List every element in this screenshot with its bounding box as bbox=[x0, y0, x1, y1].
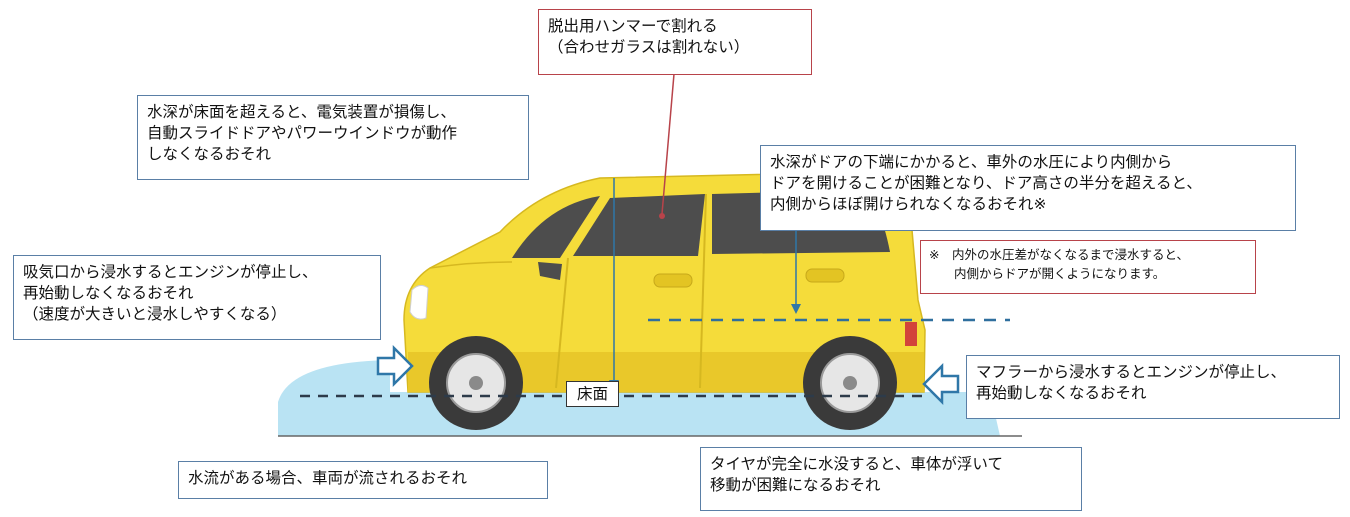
callout-electrical: 水深が床面を超えると、電気装置が損傷し、 自動スライドドアやパワーウインドウが動… bbox=[137, 95, 529, 180]
muffler-inflow-arrow bbox=[922, 362, 960, 406]
callout-tire-line-1: タイヤが完全に水没すると、車体が浮いて bbox=[710, 455, 1003, 473]
callout-muffler-line-2: 再始動しなくなるおそれ bbox=[976, 384, 1147, 402]
windshield bbox=[512, 196, 600, 258]
callout-door-line-2: ドアを開けることが困難となり、ドア高さの半分を超えると、 bbox=[770, 174, 1202, 192]
door-line-front bbox=[555, 257, 569, 389]
callout-tire: タイヤが完全に水没すると、車体が浮いて 移動が困難になるおそれ bbox=[700, 447, 1082, 511]
callout-muffler-line-1: マフラーから浸水するとエンジンが停止し、 bbox=[976, 363, 1287, 381]
car-body-shadow bbox=[408, 352, 924, 392]
callout-hammer-line-1: 脱出用ハンマーで割れる bbox=[548, 17, 718, 35]
pointer-hammer bbox=[661, 73, 675, 215]
callout-hammer: 脱出用ハンマーで割れる （合わせガラスは割れない） bbox=[538, 9, 812, 75]
front-wheel bbox=[429, 336, 523, 430]
footnote-pressure: ※ 内外の水圧差がなくなるまで浸水すると、 内側からドアが開くようになります。 bbox=[920, 240, 1256, 294]
footnote-line-2: 内側からドアが開くようになります。 bbox=[929, 266, 1166, 281]
hood-line bbox=[429, 261, 513, 269]
floor-label: 床面 bbox=[566, 381, 620, 407]
door-line-middle bbox=[699, 193, 707, 389]
callout-tire-line-2: 移動が困難になるおそれ bbox=[710, 476, 881, 494]
callout-electrical-line-2: 自動スライドドアやパワーウインドウが動作 bbox=[147, 124, 458, 142]
door-handle-front bbox=[653, 273, 693, 288]
footnote-line-1: ※ 内外の水圧差がなくなるまで浸水すると、 bbox=[929, 247, 1189, 262]
pointer-hammer-dot bbox=[659, 213, 665, 219]
door-handle-rear bbox=[805, 268, 845, 283]
callout-door-line-1: 水深がドアの下端にかかると、車外の水圧により内側から bbox=[770, 153, 1173, 171]
pointer-door-arrow bbox=[791, 304, 801, 314]
callout-intake-line-1: 吸気口から浸水するとエンジンが停止し、 bbox=[23, 263, 318, 281]
front-window bbox=[573, 194, 705, 256]
callout-muffler: マフラーから浸水するとエンジンが停止し、 再始動しなくなるおそれ bbox=[966, 355, 1340, 419]
intake-inflow-arrow bbox=[376, 344, 414, 388]
callout-intake: 吸気口から浸水するとエンジンが停止し、 再始動しなくなるおそれ （速度が大きいと… bbox=[13, 255, 381, 340]
rear-wheel bbox=[803, 336, 897, 430]
callout-door-pressure: 水深がドアの下端にかかると、車外の水圧により内側から ドアを開けることが困難とな… bbox=[760, 145, 1296, 231]
side-mirror bbox=[538, 262, 562, 280]
callout-electrical-line-3: しなくなるおそれ bbox=[147, 145, 272, 163]
tail-light bbox=[905, 322, 917, 346]
callout-current-line-1: 水流がある場合、車両が流されるおそれ bbox=[188, 469, 468, 487]
callout-electrical-line-1: 水深が床面を超えると、電気装置が損傷し、 bbox=[147, 103, 456, 121]
callout-door-line-3: 内側からほぼ開けられなくなるおそれ※ bbox=[770, 195, 1047, 213]
headlight bbox=[409, 284, 429, 320]
callout-intake-line-3: （速度が大きいと浸水しやすくなる） bbox=[23, 305, 287, 323]
callout-hammer-line-2: （合わせガラスは割れない） bbox=[548, 38, 750, 56]
callout-water-current: 水流がある場合、車両が流されるおそれ bbox=[178, 461, 548, 499]
water-area bbox=[278, 360, 390, 436]
callout-intake-line-2: 再始動しなくなるおそれ bbox=[23, 284, 194, 302]
